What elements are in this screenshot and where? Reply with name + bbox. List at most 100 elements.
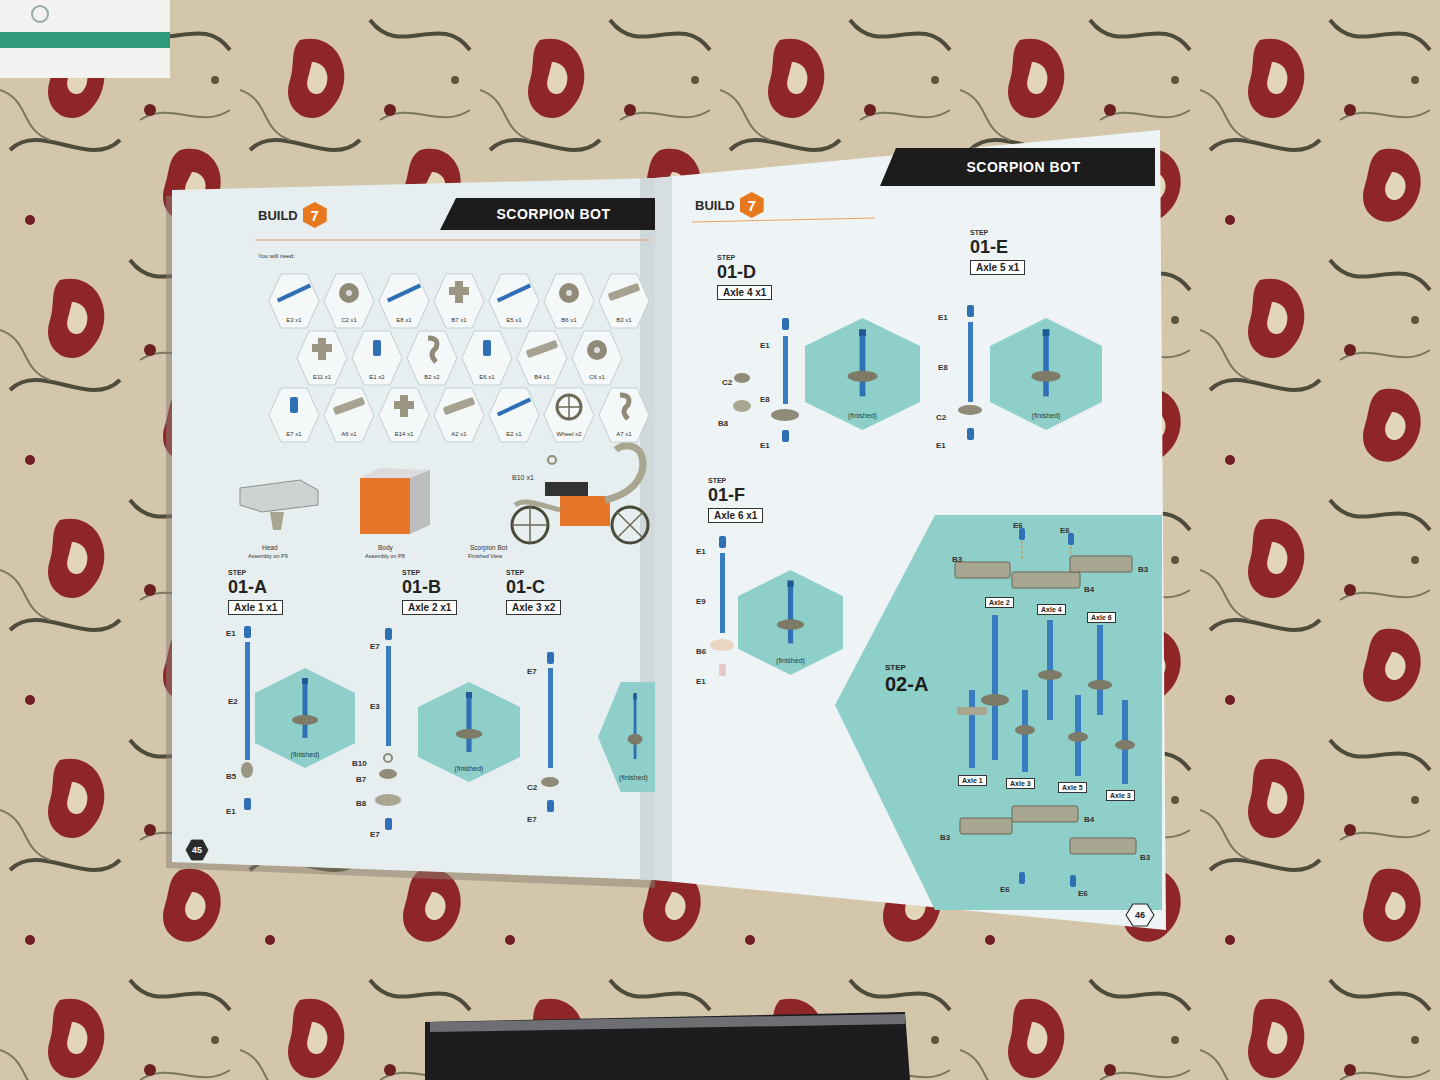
part-label: A7 x1 bbox=[616, 431, 631, 437]
illustration-rect bbox=[1070, 838, 1136, 854]
label-anchor: B6 bbox=[696, 640, 706, 658]
illustration-polygon bbox=[835, 515, 1162, 910]
step-number: 01-D bbox=[717, 262, 756, 282]
label-anchor: E7 bbox=[527, 660, 537, 678]
illustration-rect bbox=[1012, 806, 1078, 822]
illustration-rect bbox=[1043, 331, 1049, 396]
illustration-rect bbox=[957, 707, 987, 715]
step-tag: STEP bbox=[402, 568, 420, 577]
label-anchor: E1 bbox=[760, 434, 770, 452]
part-label: B2 x2 bbox=[424, 374, 439, 380]
part-callout: B3 bbox=[1140, 853, 1150, 862]
illustration-polygon bbox=[418, 682, 520, 782]
label-anchor: E7 bbox=[370, 823, 380, 841]
build-number: 7 bbox=[303, 202, 327, 228]
label-anchor: C2 bbox=[722, 371, 732, 389]
illustration-rect bbox=[782, 318, 789, 330]
illustration-circle bbox=[557, 395, 581, 419]
label-anchor: B8 bbox=[718, 412, 728, 430]
label-anchor: E6 bbox=[1013, 514, 1023, 532]
label-anchor: E2 bbox=[228, 690, 238, 708]
illustration-polygon bbox=[517, 331, 567, 385]
axle-box: Axle 4 x1 bbox=[717, 285, 772, 300]
illustration-rect bbox=[860, 331, 866, 396]
caption-label: You will need: bbox=[258, 253, 295, 259]
build-number: 7 bbox=[740, 192, 764, 218]
part-callout: B3 bbox=[1138, 565, 1148, 574]
part-callout: E6 bbox=[1000, 885, 1010, 894]
illustration-ellipse bbox=[777, 619, 804, 630]
label-anchor: Scorpion Bot bbox=[470, 536, 507, 554]
solar-panel bbox=[545, 482, 588, 496]
step-number: 01-C bbox=[506, 577, 545, 597]
illustration-polygon bbox=[1126, 904, 1154, 926]
illustration-rect bbox=[333, 397, 366, 415]
node-part: A6 x1 bbox=[323, 387, 375, 443]
label-anchor: Body bbox=[378, 536, 393, 554]
illustration-path bbox=[620, 395, 629, 419]
label-anchor: B3 bbox=[952, 548, 962, 566]
illustration-rect bbox=[385, 628, 392, 640]
illustration-polygon bbox=[489, 388, 539, 442]
node-part: B2 x2 bbox=[406, 330, 458, 386]
illustration-polygon bbox=[186, 840, 208, 860]
label-anchor: E1 bbox=[696, 540, 706, 558]
finished-caption: (finished) bbox=[1032, 412, 1061, 419]
illustration-polygon bbox=[599, 274, 649, 328]
label-anchor: E6 bbox=[1078, 882, 1088, 900]
illustration-ellipse bbox=[734, 373, 750, 383]
illustration-ellipse bbox=[710, 639, 734, 651]
node-part: E1 x2 bbox=[351, 330, 403, 386]
label-anchor: B10 x1 bbox=[512, 466, 534, 484]
label-anchor: B4 bbox=[1084, 578, 1094, 596]
node-step: STEP01-AAxle 1 x1 bbox=[228, 568, 283, 615]
part-callout: E1 bbox=[226, 629, 236, 638]
part-callout: B5 bbox=[226, 772, 236, 781]
illustration-polygon bbox=[544, 274, 594, 328]
label-anchor: B8 bbox=[356, 792, 366, 810]
illustration-polygon bbox=[324, 274, 374, 328]
part-label: C2 x1 bbox=[341, 317, 357, 323]
header-title: SCORPION BOT bbox=[496, 206, 610, 222]
illustration-polygon bbox=[434, 388, 484, 442]
part-label: E1 x2 bbox=[369, 374, 384, 380]
axle-box: Axle 3 x2 bbox=[506, 600, 561, 615]
illustration-rect bbox=[290, 397, 298, 413]
axle-tag: Axle 4 bbox=[1037, 604, 1066, 615]
part-callout: B7 bbox=[356, 775, 366, 784]
part-callout: E7 bbox=[527, 815, 537, 824]
illustration-rect bbox=[466, 692, 472, 698]
step-number: 01-B bbox=[402, 577, 441, 597]
other-booklet bbox=[0, 0, 170, 78]
b10-ring bbox=[548, 456, 556, 464]
node-part: E2 x1 bbox=[488, 387, 540, 443]
part-callout: B6 bbox=[696, 647, 706, 656]
illustration-rect bbox=[633, 693, 636, 700]
axle-box: Axle 2 x1 bbox=[402, 600, 457, 615]
illustration-rect bbox=[1012, 572, 1080, 588]
node-page: 45 bbox=[186, 840, 208, 860]
part-label: A6 x1 bbox=[341, 431, 356, 437]
claw bbox=[515, 502, 560, 510]
illustration-polygon bbox=[572, 331, 622, 385]
node-band: SCORPION BOT bbox=[880, 148, 1155, 186]
step-tag: STEP bbox=[506, 568, 524, 577]
part-callout: B8 bbox=[718, 419, 728, 428]
node-part: A2 x1 bbox=[433, 387, 485, 443]
tail-arm bbox=[605, 446, 643, 500]
illustration-path bbox=[557, 395, 581, 419]
part-callout: E7 bbox=[370, 642, 380, 651]
part-callout: E1 bbox=[696, 547, 706, 556]
node-part: B3 x1 bbox=[598, 273, 650, 329]
label-anchor: E1 bbox=[226, 800, 236, 818]
label-anchor: Assembly on P8 bbox=[365, 544, 405, 562]
part-callout: E1 bbox=[760, 441, 770, 450]
label-anchor: B3 bbox=[1140, 846, 1150, 864]
illustration-rect bbox=[386, 646, 391, 746]
label-anchor: C2 bbox=[527, 776, 537, 794]
illustration-circle bbox=[587, 340, 607, 360]
step-tag: STEP bbox=[970, 228, 988, 237]
illustration-polygon bbox=[255, 668, 355, 768]
label-anchor: You will need: bbox=[258, 244, 295, 262]
